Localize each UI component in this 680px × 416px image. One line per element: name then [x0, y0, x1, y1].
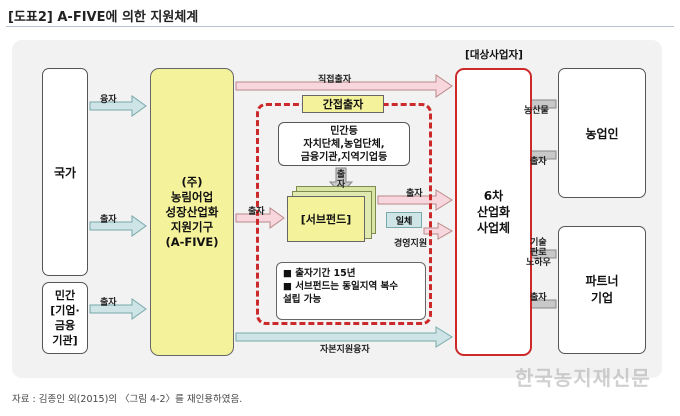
figure-title: [도표2] A-FIVE에 의한 지원체계 [8, 10, 199, 25]
private-sector-box: 민간 [기업· 금융 기관] [42, 282, 88, 354]
source-note: 자료 : 김종인 외(2015)의 〈그림 4-2〉를 재인용하였음. [12, 394, 243, 405]
sub-fund-box: [서브펀드] [287, 196, 365, 242]
label-management-support: 경영지원 [394, 239, 428, 249]
label-partner-invest: 출자 [530, 293, 547, 303]
target-business-box: 6차 산업화 사업체 [455, 68, 532, 356]
label-partner-tech: 기술 판로 노하우 [526, 238, 551, 268]
equity-tag: 일체 [386, 212, 422, 228]
label-fund-target: 출자 [406, 189, 423, 199]
arrow-direct-invest [235, 74, 453, 98]
label-capital-loan: 자본지원융자 [320, 345, 370, 355]
label-sources-fund: 출자 [336, 170, 346, 190]
watermark: 한국농지재신문 [515, 366, 651, 390]
label-private-invest: 출자 [100, 298, 117, 308]
arrow-gov-invest [89, 215, 147, 237]
note-period: ■ 출자기간 15년 [283, 268, 356, 279]
note-multiple-funds: ■ 서브펀드는 동일지역 복수 설립 가능 [283, 281, 399, 305]
arrow-management [423, 222, 454, 240]
label-agency-fund: 출자 [248, 207, 265, 217]
arrow-agency-fund [235, 207, 285, 229]
a-five-agency-box: (주) 농림어업 성장산업화 지원기구 (A-FIVE) [150, 68, 234, 356]
farmer-box: 농업인 [558, 68, 646, 198]
target-label: [대상사업자] [465, 49, 523, 61]
arrow-fund-target [377, 189, 453, 211]
label-gov-invest: 출자 [100, 215, 117, 225]
indirect-investment-label: 간접출자 [302, 95, 384, 113]
arrow-gov-loan [89, 95, 147, 117]
investor-sources-box: 민간등 자치단체,농업단체, 금융기관,지역기업등 [278, 122, 410, 166]
label-gov-loan: 융자 [100, 95, 117, 105]
label-farmer-invest: 출자 [530, 157, 547, 167]
arrow-capital-loan [235, 326, 453, 348]
partner-company-box: 파트너 기업 [558, 226, 646, 354]
arrow-private-invest [89, 298, 147, 320]
label-direct-invest: 직접출자 [318, 75, 352, 85]
title-rule [6, 26, 674, 27]
notes-box: ■ 출자기간 15년 ■ 서브펀드는 동일지역 복수 설립 가능 [276, 262, 426, 320]
label-farmer-produce: 농산물 [524, 106, 549, 116]
government-box: 국가 [42, 68, 88, 276]
